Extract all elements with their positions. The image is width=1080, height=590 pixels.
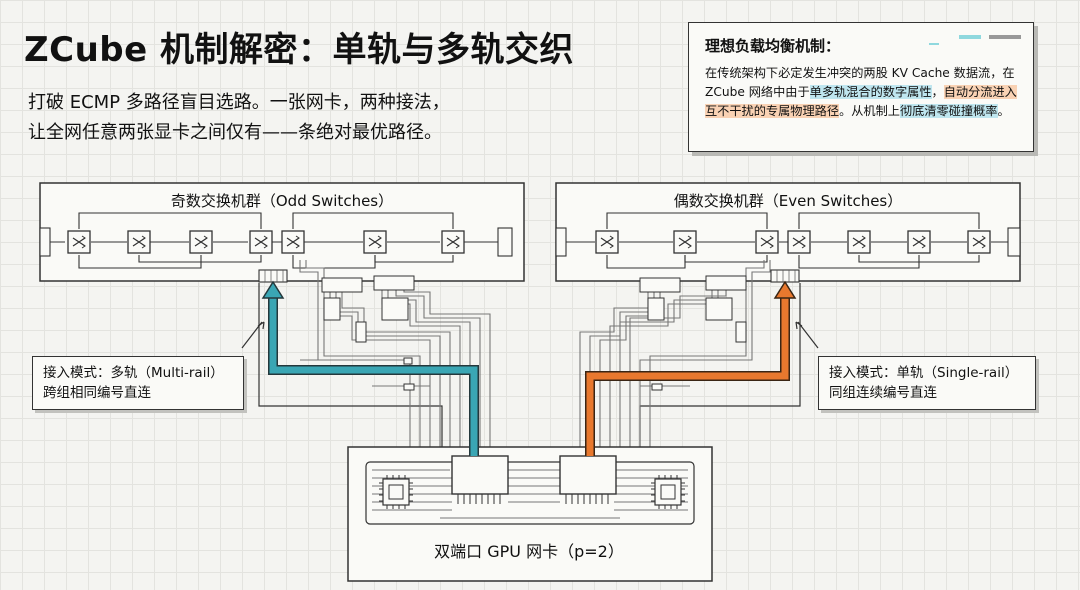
- cable-connector-icon: [651, 383, 663, 391]
- cable-connector-icon: [705, 275, 747, 291]
- nic-pcb: [365, 461, 695, 525]
- edge-connector-icon: [39, 227, 51, 257]
- edge-connector-icon: [1007, 227, 1021, 257]
- subtitle-line-2: 让全网任意两张显卡之间仅有——条绝对最优路径。: [28, 122, 442, 143]
- switch-icon: [441, 230, 465, 254]
- even-uplink-port-icon: [770, 269, 800, 283]
- nic-traces: [372, 469, 688, 519]
- switch-icon: [907, 230, 931, 254]
- edge-connector-icon: [497, 227, 513, 257]
- cable-connector-icon: [403, 357, 413, 365]
- single-rail-arrowhead: [773, 280, 797, 299]
- switch-icon: [281, 230, 305, 254]
- note-highlight: 自动分流进入: [943, 85, 1017, 99]
- multi-rail-callout: 接入模式：多轨（Multi-rail） 跨组相同编号直连: [32, 356, 244, 410]
- cable-connector-icon: [323, 297, 341, 321]
- nic-chip-icon: [650, 474, 686, 510]
- switch-icon: [755, 230, 779, 254]
- multi-rail-path: [261, 280, 479, 456]
- nic-chip-icon: [378, 474, 414, 510]
- single-rail-mode: 接入模式：单轨（Single-rail）: [829, 365, 1019, 381]
- switch-icon: [127, 230, 151, 254]
- single-rail-callout: 接入模式：单轨（Single-rail） 同组连续编号直连: [818, 356, 1036, 410]
- note-highlight: 彻底清零碰撞概率: [900, 104, 998, 118]
- note-text: 。: [997, 104, 1010, 118]
- odd-cluster-label: 奇数交换机群（Odd Switches）: [170, 192, 394, 210]
- switch-icon: [847, 230, 871, 254]
- odd-cable-connectors: [321, 275, 415, 391]
- note-decoration: [959, 35, 981, 39]
- switch-icon: [787, 230, 811, 254]
- single-rail-path: [585, 280, 797, 456]
- nic-board: [347, 446, 713, 582]
- switch-icon: [673, 230, 697, 254]
- odd-uplink-port-icon: [258, 269, 288, 283]
- even-switches: [555, 227, 1021, 257]
- nic-port-2: [559, 455, 617, 504]
- load-balancing-note: 理想负载均衡机制： 在传统架构下必定发生冲突的两股 KV Cache 数据流，在…: [688, 22, 1034, 152]
- even-cluster-links: [562, 212, 1012, 269]
- nic-label: 双端口 GPU 网卡（p=2）: [434, 542, 624, 561]
- cable-connector-icon: [381, 297, 409, 321]
- switch-icon: [67, 230, 91, 254]
- even-cluster-label: 偶数交换机群（Even Switches）: [673, 192, 903, 210]
- multi-rail-arrowhead: [261, 280, 285, 299]
- nic-port-1: [451, 455, 509, 504]
- cable-connector-icon: [355, 321, 367, 343]
- note-title: 理想负载均衡机制：: [705, 37, 841, 55]
- odd-cluster-links: [46, 212, 500, 269]
- odd-switches: [39, 227, 513, 257]
- callout-pointers: [241, 321, 819, 349]
- note-text: 。从机制上: [839, 104, 900, 118]
- switch-icon: [249, 230, 273, 254]
- edge-connector-icon: [555, 227, 567, 257]
- note-body: 在传统架构下必定发生冲突的两股 KV Cache 数据流，在 ZCube 网络中…: [705, 64, 1021, 121]
- note-highlight: 单多轨混合的数字属性: [809, 85, 932, 99]
- note-text: 在传统架构下必定发生冲突的两股 KV Cache 数据流，在 ZCube 网络中…: [705, 66, 1015, 99]
- page-title: ZCube 机制解密：单轨与多轨交织: [24, 30, 575, 70]
- cable-connector-icon: [647, 297, 665, 321]
- multi-rail-desc: 跨组相同编号直连: [43, 385, 151, 401]
- multi-rail-mode: 接入模式：多轨（Multi-rail）: [43, 365, 224, 381]
- cable-connector-icon: [639, 277, 681, 293]
- cable-connector-icon: [735, 321, 747, 343]
- cable-connector-icon: [705, 297, 733, 321]
- single-rail-desc: 同组连续编号直连: [829, 385, 937, 401]
- note-text: ，: [931, 85, 944, 99]
- switch-icon: [363, 230, 387, 254]
- note-decoration: [989, 35, 1021, 39]
- switch-icon: [595, 230, 619, 254]
- cable-connector-icon: [321, 277, 363, 293]
- cable-connector-icon: [373, 275, 415, 291]
- note-highlight: 互不干扰的专属物理路径: [705, 104, 840, 118]
- even-cable-connectors: [639, 275, 747, 391]
- switch-icon: [189, 230, 213, 254]
- note-decoration: [929, 43, 939, 45]
- cable-connector-icon: [403, 383, 415, 391]
- subtitle-line-1: 打破 ECMP 多路径盲目选路。一张网卡，两种接法，: [28, 92, 450, 113]
- switch-icon: [967, 230, 991, 254]
- page-subtitle: 打破 ECMP 多路径盲目选路。一张网卡，两种接法， 让全网任意两张显卡之间仅有…: [28, 88, 450, 148]
